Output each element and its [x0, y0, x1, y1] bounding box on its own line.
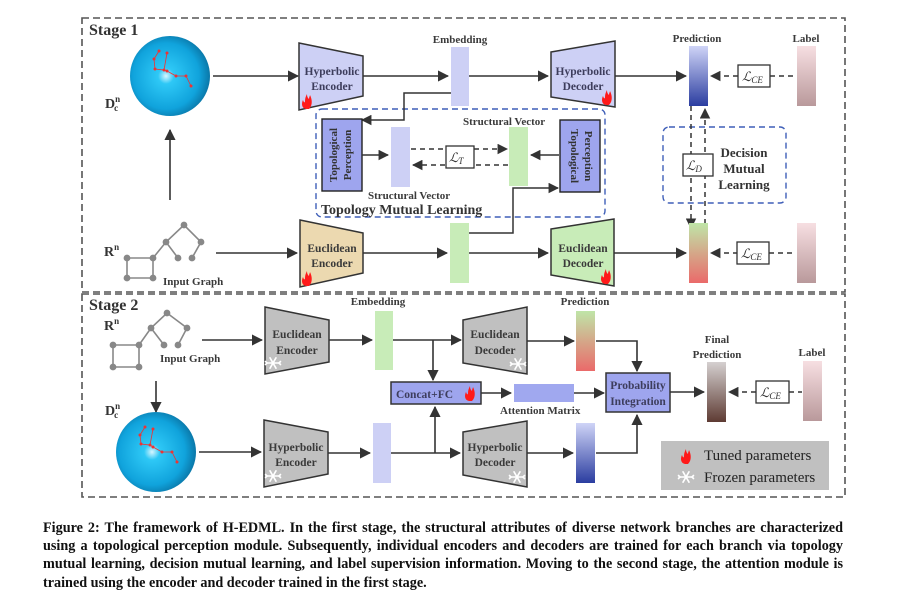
svg-text:Decoder: Decoder: [563, 81, 604, 93]
label-vector-s1-bottom: [797, 223, 816, 283]
legend-frozen-label: Frozen parameters: [704, 470, 815, 486]
svg-text:Decoder: Decoder: [475, 457, 516, 469]
topology-mutual-learning-box: [315, 108, 606, 218]
svg-text:Encoder: Encoder: [275, 457, 317, 469]
final-prediction-label-line2: Prediction: [693, 349, 742, 361]
svg-text:Topological: Topological: [328, 128, 340, 182]
figure-caption: Figure 2: The framework of H-EDML. In th…: [43, 520, 843, 591]
svg-text:Decoder: Decoder: [475, 345, 516, 357]
hyperbolic-prediction-s2: [576, 423, 595, 483]
label-label-s2: Label: [799, 347, 826, 359]
loss-d-box: [682, 153, 714, 177]
probability-integration-module: Probability Integration: [605, 372, 671, 413]
svg-text:ℒCE: ℒCE: [760, 386, 781, 401]
svg-text:Encoder: Encoder: [311, 81, 353, 93]
euclidean-decoder-s2: Euclidean Decoder: [462, 306, 528, 375]
prediction-label-s1: Prediction: [673, 33, 722, 45]
svg-text:Euclidean: Euclidean: [272, 329, 322, 341]
loss-t-box: [445, 145, 475, 169]
stage1-box: [81, 17, 846, 293]
euclidean-space-label-s2: Rn: [104, 316, 119, 334]
structural-vector-label-top: Structural Vector: [463, 116, 545, 128]
svg-text:Hyperbolic: Hyperbolic: [556, 66, 611, 78]
euclidean-decoder-s1: Euclidean Decoder: [550, 218, 615, 287]
prediction-label-s2: Prediction: [561, 296, 610, 308]
svg-text:Encoder: Encoder: [276, 345, 318, 357]
euclidean-encoder-s1: Euclidean Encoder: [299, 219, 364, 288]
structural-vector-label-bottom: Structural Vector: [368, 190, 450, 202]
svg-text:Encoder: Encoder: [311, 258, 353, 270]
legend: Tuned parameters Frozen parameters: [661, 441, 829, 490]
topology-mutual-learning-label: Topology Mutual Learning: [321, 203, 482, 218]
hyperbolic-decoder-s2: Hyperbolic Decoder: [462, 420, 528, 488]
input-graph-s2: [109, 309, 191, 371]
svg-text:Euclidean: Euclidean: [470, 329, 520, 341]
final-prediction: [707, 362, 726, 422]
svg-text:Integration: Integration: [610, 396, 666, 408]
decision-mutual-learning-box: [662, 126, 787, 204]
euclidean-prediction-s1: [689, 223, 708, 283]
concat-fc-module: Concat+FC: [390, 381, 482, 405]
input-graph-label-s2: Input Graph: [160, 353, 220, 365]
label-vector-s1-top: [797, 46, 816, 106]
stage2-title: Stage 2: [89, 297, 138, 314]
svg-text:Hyperbolic: Hyperbolic: [468, 442, 523, 454]
svg-text:Perception: Perception: [342, 130, 354, 181]
legend-tuned-label: Tuned parameters: [704, 448, 811, 464]
label-label-s1: Label: [793, 33, 820, 45]
topological-perception-right: Topological Perception: [559, 119, 601, 193]
svg-text:Decision: Decision: [721, 145, 769, 160]
svg-text:ℒCE: ℒCE: [741, 247, 762, 262]
svg-text:Hyperbolic: Hyperbolic: [305, 66, 360, 78]
hyperbolic-encoder-s1: Hyperbolic Encoder: [298, 42, 364, 111]
hyperbolic-encoder-s2: Hyperbolic Encoder: [263, 419, 329, 488]
svg-text:Probability: Probability: [610, 380, 666, 392]
embedding-label-s1: Embedding: [433, 34, 488, 46]
svg-text:Euclidean: Euclidean: [307, 243, 357, 255]
svg-text:ℒD: ℒD: [686, 159, 702, 174]
euclidean-encoder-s2: Euclidean Encoder: [264, 306, 330, 375]
label-vector-s2: [803, 361, 822, 421]
stage1-title: Stage 1: [89, 22, 138, 39]
svg-text:Mutual: Mutual: [723, 161, 765, 176]
hyperbolic-space-sphere: [130, 36, 210, 116]
attention-matrix-label: Attention Matrix: [500, 405, 581, 417]
input-graph-s1: [123, 221, 205, 282]
euclidean-embedding-s2: [375, 311, 393, 370]
embedding-label-s2: Embedding: [351, 296, 406, 308]
euclidean-prediction-s2: [576, 311, 595, 371]
structural-vector-hyperbolic: [391, 127, 410, 187]
svg-text:ℒCE: ℒCE: [742, 70, 763, 85]
svg-text:Perception: Perception: [582, 131, 594, 182]
svg-text:Concat+FC: Concat+FC: [396, 389, 453, 401]
svg-text:ℒT: ℒT: [449, 151, 464, 166]
svg-text:Topological: Topological: [568, 129, 580, 183]
hyperbolic-decoder-s1: Hyperbolic Decoder: [550, 40, 616, 108]
svg-text:Decoder: Decoder: [563, 258, 604, 270]
input-graph-label-s1: Input Graph: [163, 276, 223, 288]
svg-text:Hyperbolic: Hyperbolic: [269, 442, 324, 454]
hyperbolic-embedding-s1: [451, 47, 469, 106]
structural-vector-euclidean: [509, 127, 528, 186]
hyperbolic-prediction-s1: [689, 46, 708, 106]
final-prediction-label-line1: Final: [705, 334, 729, 346]
topological-perception-left: Topological Perception: [321, 118, 363, 192]
svg-text:Euclidean: Euclidean: [558, 243, 608, 255]
hyperbolic-space-sphere-s2: [116, 412, 196, 492]
euclidean-embedding-s1: [450, 223, 469, 283]
svg-text:Learning: Learning: [718, 177, 770, 192]
euclidean-space-label-s1: Rn: [104, 242, 119, 260]
attention-matrix: [514, 384, 574, 402]
hyperbolic-embedding-s2: [373, 423, 391, 483]
stage2-box: [81, 293, 846, 498]
